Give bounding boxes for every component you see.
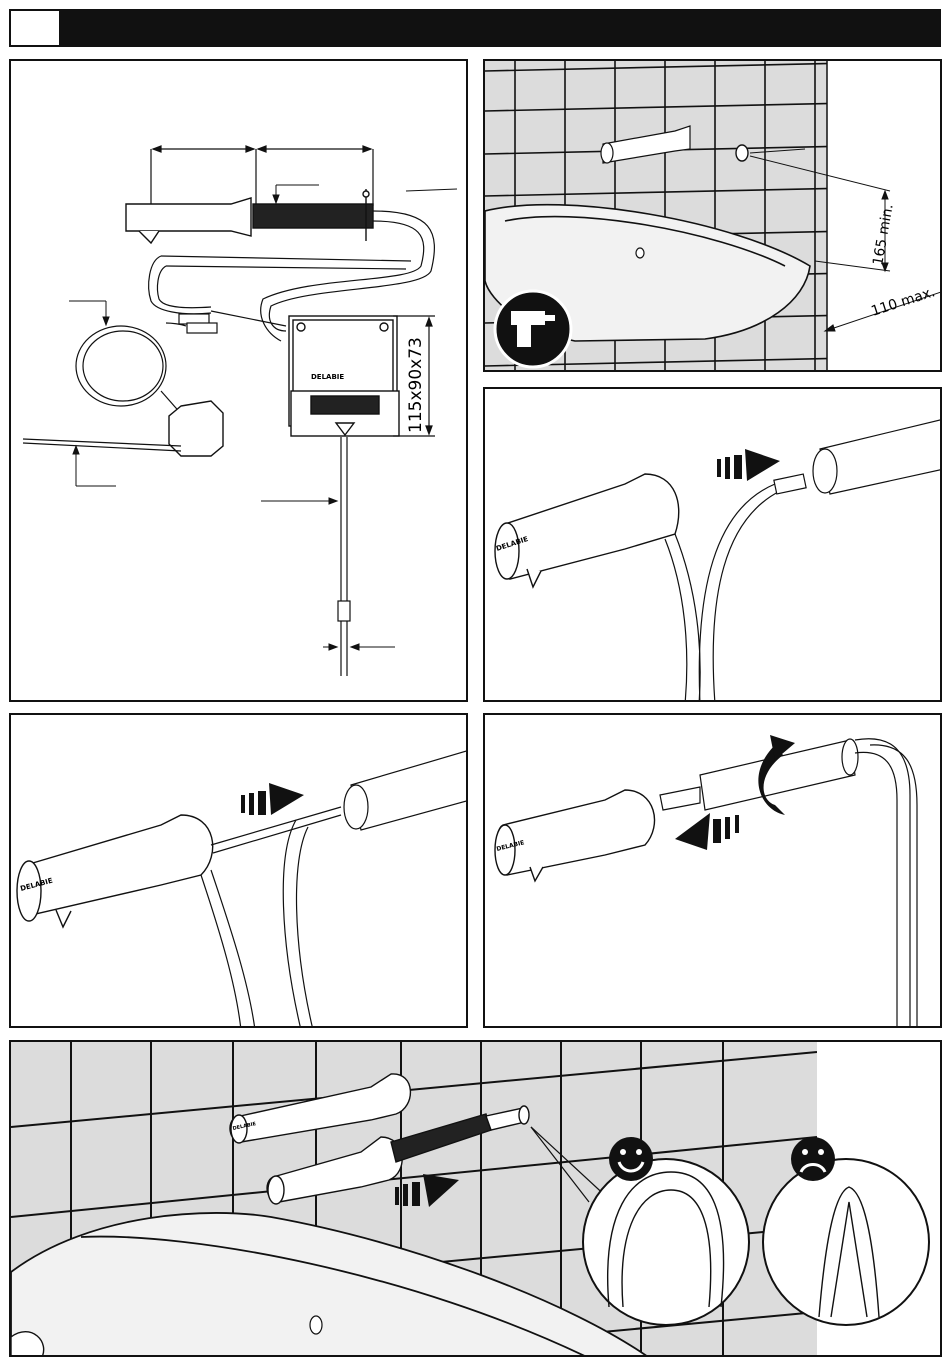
wall-drilling-drawing: 165 min. 110 max.	[485, 61, 942, 372]
push-tube-drawing: DELABIE	[11, 715, 468, 1028]
step-number-box	[11, 11, 59, 45]
hoses	[665, 484, 780, 702]
zoom-circle-good	[583, 1159, 749, 1325]
leader-lines	[69, 185, 457, 504]
corrugated-sleeve	[813, 419, 942, 494]
basin-drain-2	[310, 1316, 322, 1334]
drill-icon	[495, 291, 571, 367]
corrugated-sleeve-2	[344, 750, 468, 830]
panel-wall-drilling: 165 min. 110 max.	[483, 59, 942, 372]
connectors	[179, 314, 217, 333]
wall-hole	[736, 145, 748, 161]
panel-push-tube: DELABIE	[9, 713, 468, 1028]
exploded-view-drawing: DELABIE 115x90x73	[11, 61, 468, 702]
final-install-drawing: DELABIE	[11, 1042, 942, 1357]
module-dimensions-label: 115x90x73	[406, 337, 426, 433]
zoom-circle-bad	[763, 1159, 929, 1325]
hose-connect-drawing: DELABIE	[485, 389, 942, 702]
drain-dimension	[323, 644, 395, 650]
rotate-sleeve-drawing: DELABIE	[485, 715, 942, 1028]
panel-final-install: DELABIE	[9, 1040, 942, 1357]
striped-arrow-icon-3	[675, 813, 739, 850]
module-logo: DELABIE	[311, 373, 344, 381]
tube-bend	[855, 739, 917, 1028]
spout-body	[126, 189, 373, 243]
striped-arrow-icon	[717, 449, 780, 481]
spout-body-assembly	[495, 790, 655, 881]
striped-arrow-icon-2	[241, 783, 304, 815]
battery-leads	[23, 439, 181, 451]
coiled-cable	[76, 323, 186, 416]
smiley-happy-icon	[609, 1137, 653, 1181]
smiley-sad-icon	[791, 1137, 835, 1181]
drain-tube	[338, 437, 350, 676]
panel-hose-connect: DELABIE	[483, 387, 942, 702]
spout-body-closeup	[495, 474, 679, 587]
basin-drain-hole	[636, 248, 644, 258]
panel-rotate-sleeve: DELABIE	[483, 713, 942, 1028]
sensor-pad	[169, 401, 223, 456]
tube-and-hoses	[201, 807, 341, 1028]
panel-exploded-view: DELABIE 115x90x73	[9, 59, 468, 702]
spout-body-side	[17, 815, 213, 927]
hose-connector	[774, 474, 806, 494]
page-header-bar	[9, 9, 941, 47]
